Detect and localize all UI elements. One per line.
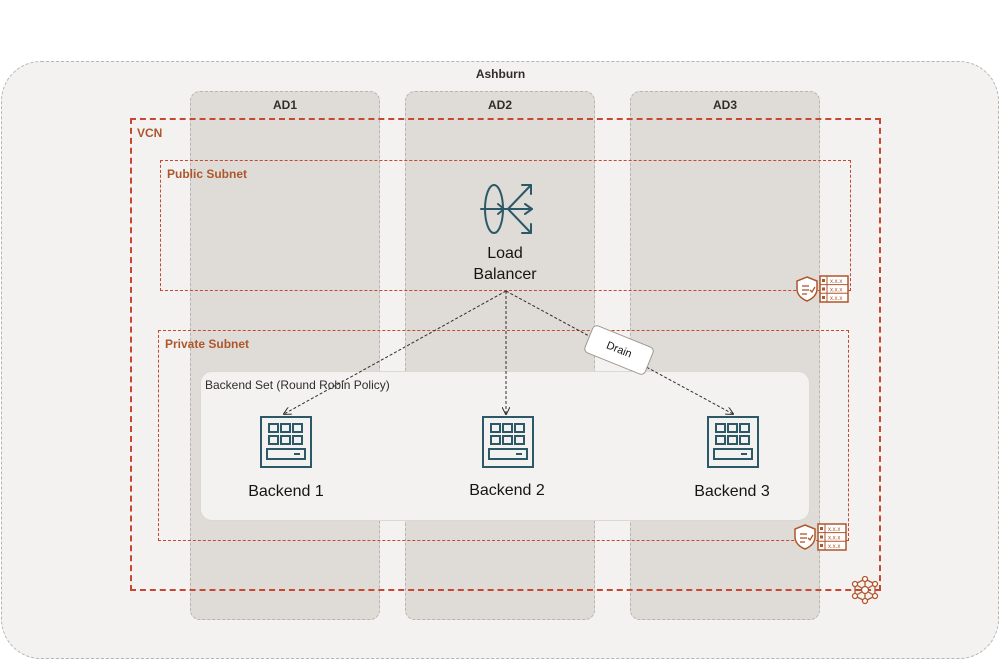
compute-instance-icon xyxy=(707,416,759,468)
svg-text:x.x.x: x.x.x xyxy=(828,536,840,542)
backend-2-label: Backend 2 xyxy=(469,482,545,499)
load-balancer-icon xyxy=(480,184,533,234)
svg-text:x.x.x: x.x.x xyxy=(828,527,840,533)
compute-instance-icon xyxy=(260,416,312,468)
availability-domain-1: AD1 xyxy=(190,91,380,620)
svg-text:x.x.x: x.x.x xyxy=(830,279,842,285)
load-balancer-label-line2: Balancer xyxy=(473,266,537,283)
connection-to-backend-3 xyxy=(505,290,733,414)
svg-text:x.x.x: x.x.x xyxy=(830,296,842,302)
vcn-label: VCN xyxy=(137,126,163,140)
route-table-icon: x.x.x x.x.x x.x.x xyxy=(817,523,847,551)
vcn-boundary xyxy=(130,118,881,591)
public-subnet xyxy=(160,160,851,291)
compute-instance-icon xyxy=(482,416,534,468)
svg-text:x.x.x: x.x.x xyxy=(830,288,842,294)
ad-label: AD1 xyxy=(272,98,297,112)
backend-1-label: Backend 1 xyxy=(248,483,324,500)
public-subnet-label: Public Subnet xyxy=(167,167,248,181)
svg-text:x.x.x: x.x.x xyxy=(828,544,840,550)
ad-label: AD2 xyxy=(487,98,512,112)
region-label: Ashburn xyxy=(475,67,526,81)
load-balancer-label-line1: Load xyxy=(487,245,523,262)
security-list-icon xyxy=(794,524,816,550)
security-list-icon xyxy=(796,276,818,302)
route-table-icon: x.x.x x.x.x x.x.x xyxy=(819,275,849,303)
availability-domain-3: AD3 xyxy=(630,91,820,620)
private-subnet-label: Private Subnet xyxy=(165,337,250,351)
ad-label: AD3 xyxy=(712,98,737,112)
load-balancer-label: Load Balancer xyxy=(445,243,565,285)
private-subnet xyxy=(158,330,849,541)
backend-3-label: Backend 3 xyxy=(694,483,770,500)
availability-domain-2: AD2 xyxy=(405,91,595,620)
connection-to-backend-1 xyxy=(284,290,507,414)
vcn-router-icon xyxy=(851,575,879,605)
